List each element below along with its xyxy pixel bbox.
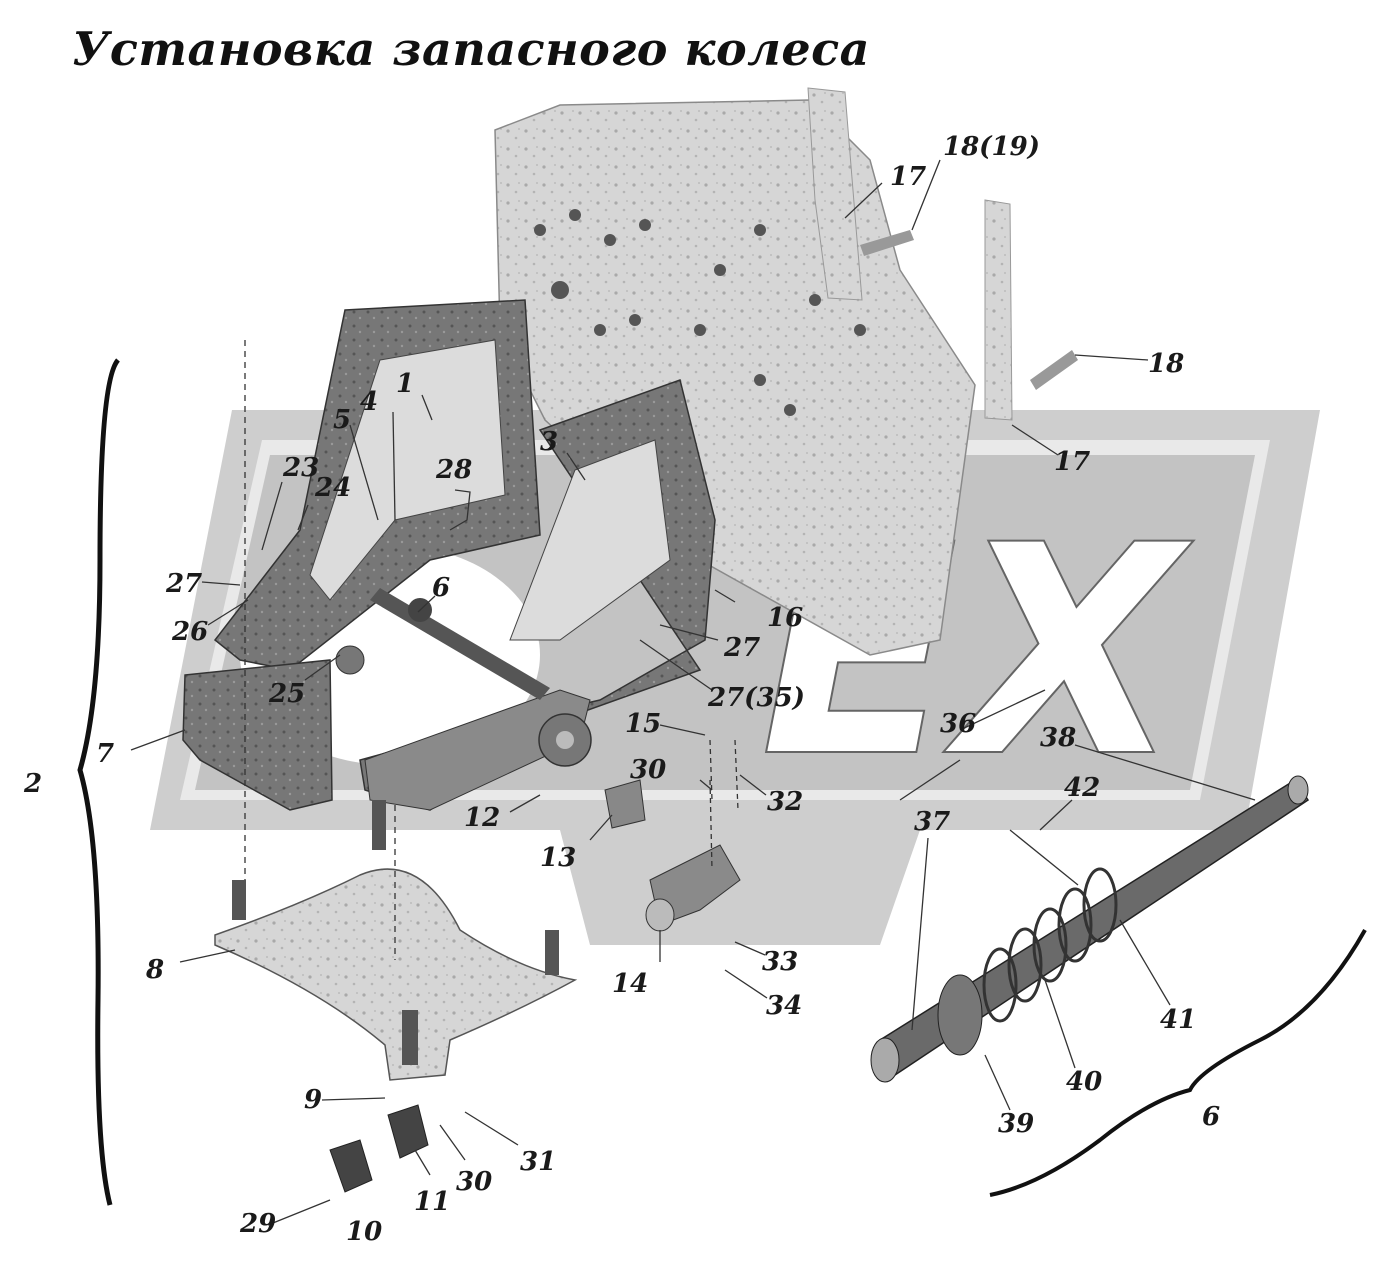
screw-shaft-assembly [870, 775, 1310, 1083]
label-3: 3 [540, 427, 558, 457]
label-12: 12 [464, 803, 500, 833]
brace-6 [989, 929, 1367, 1197]
label-29: 29 [239, 1209, 276, 1239]
label-17-bottom: 17 [1054, 447, 1090, 477]
label-9: 9 [304, 1085, 322, 1115]
label-33: 33 [762, 947, 798, 977]
label-42: 42 [1064, 773, 1100, 803]
label-30-bottom: 30 [456, 1167, 492, 1197]
label-34: 34 [766, 991, 802, 1021]
label-26: 26 [171, 617, 208, 647]
label-7: 7 [96, 739, 114, 769]
label-15: 15 [625, 709, 661, 739]
label-10: 10 [346, 1217, 382, 1247]
label-25: 25 [268, 679, 305, 709]
label-18-19: 18(19) [943, 132, 1040, 162]
label-1: 1 [396, 369, 414, 399]
carrier-plate-8 [214, 800, 578, 1081]
nuts-10-11 [329, 1104, 429, 1193]
label-31: 31 [520, 1147, 556, 1177]
label-32: 32 [767, 787, 803, 817]
label-38: 38 [1040, 723, 1076, 753]
label-28: 28 [435, 455, 472, 485]
leader-lines [130, 159, 1256, 1226]
cross-shaft [335, 588, 550, 700]
label-16: 16 [767, 603, 803, 633]
bracket-strips [807, 87, 1078, 421]
label-18: 18 [1148, 349, 1184, 379]
brace-2 [77, 358, 121, 1206]
arm-bracket-left [182, 299, 541, 811]
label-27-right: 27 [723, 633, 760, 663]
label-23: 23 [282, 453, 319, 483]
label-8: 8 [145, 955, 164, 985]
part-14 [645, 844, 741, 932]
label-11: 11 [414, 1187, 450, 1217]
label-24: 24 [314, 473, 351, 503]
page-title: Установка запасного колеса [72, 22, 870, 76]
label-30-top: 30 [630, 755, 666, 785]
label-14: 14 [612, 969, 648, 999]
part-labels: 1 2 3 4 5 6 6 7 8 9 10 11 12 13 14 15 16… [23, 132, 1220, 1247]
label-37: 37 [914, 807, 950, 837]
label-40: 40 [1066, 1067, 1102, 1097]
label-2: 2 [23, 769, 42, 799]
label-27-left: 27 [165, 569, 202, 599]
gear-12 [538, 713, 592, 767]
label-17-top: 17 [890, 162, 926, 192]
label-4: 4 [360, 387, 378, 417]
label-13: 13 [540, 843, 576, 873]
block-13 [604, 779, 646, 829]
label-5: 5 [333, 405, 351, 435]
label-6-shaft: 6 [432, 573, 450, 603]
label-39: 39 [998, 1109, 1034, 1139]
label-41: 41 [1160, 1005, 1196, 1035]
arm-bracket-right [359, 379, 716, 811]
label-6-group: 6 [1202, 1102, 1220, 1132]
label-27-35: 27(35) [707, 683, 805, 713]
label-36: 36 [940, 709, 976, 739]
